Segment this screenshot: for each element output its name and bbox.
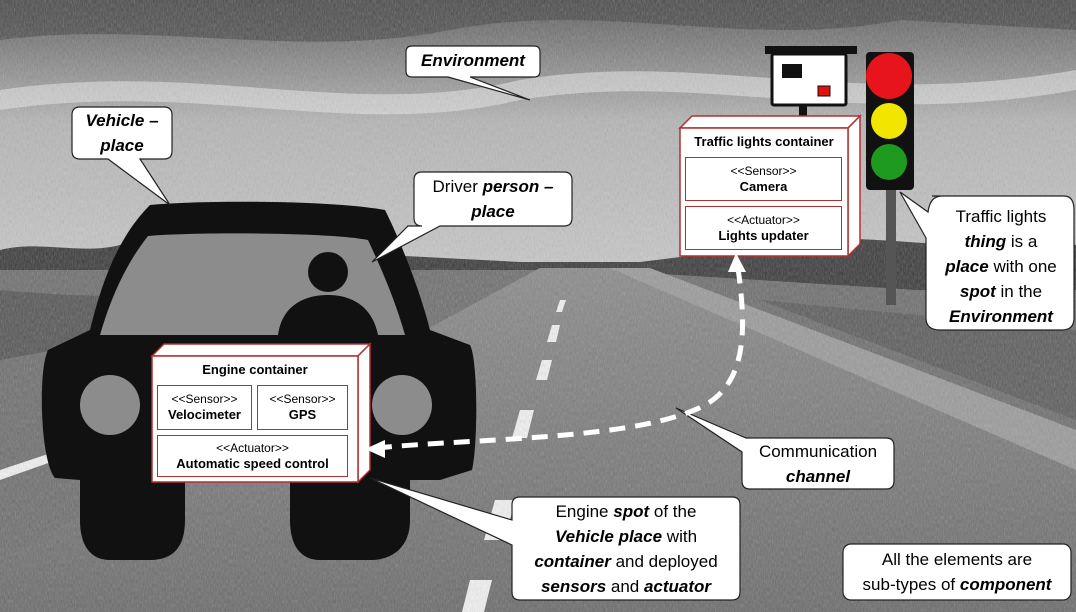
engine-spot-text-1b: spot [613, 502, 650, 521]
communication-label: Communication channel [742, 439, 894, 489]
engine-spot-text-4c: actuator [643, 577, 712, 596]
yellow-light [871, 103, 907, 139]
callouts [71, 45, 1075, 601]
traffic-light [866, 52, 914, 305]
engine-spot-text-1a: Engine [555, 502, 614, 521]
engine-spot-text-2a: Vehicle place [554, 527, 663, 546]
camera-sensor: <<Sensor>> Camera [685, 157, 842, 201]
traffic-lights-text-3b: with one [988, 257, 1057, 276]
lights-updater-stereotype: <<Actuator>> [727, 213, 800, 227]
lights-updater-name: Lights updater [718, 228, 809, 243]
gps-name: GPS [288, 407, 317, 422]
gps-stereotype: <<Sensor>> [269, 392, 336, 406]
camera-icon [765, 46, 857, 125]
traffic-lights-callout [899, 191, 1075, 331]
driver-label: Driver person – place [414, 174, 572, 224]
engine-spot-callout [369, 477, 741, 601]
all-elements-text-2b: component [959, 575, 1052, 594]
all-elements-label: All the elements are sub-types of compon… [843, 547, 1071, 597]
driver-text-1b: person [482, 177, 540, 196]
engine-spot-label: Engine spot of the Vehicle place with co… [512, 499, 740, 599]
traffic-lights-label: Traffic lights thing is a place with one… [928, 204, 1074, 329]
driver-text-1c: – [539, 177, 554, 196]
traffic-lights-text-2a: thing [964, 232, 1007, 251]
driver-callout [371, 171, 573, 263]
engine-spot-text-2b: with [662, 527, 698, 546]
engine-spot-text-3b: and deployed [610, 552, 718, 571]
traffic-lights-text-4b: in the [995, 282, 1043, 301]
vehicle-place-callout [71, 106, 173, 206]
camera-name: Camera [739, 179, 788, 194]
traffic-lights-text-1: Traffic lights [955, 207, 1047, 226]
communication-arrow [365, 253, 746, 458]
engine-spot-text-3a: container [534, 552, 611, 571]
traffic-lights-text-2b: is a [1006, 232, 1038, 251]
communication-callout [675, 407, 895, 490]
environment-text: Environment [421, 51, 525, 70]
velocimeter-name: Velocimeter [168, 407, 241, 422]
traffic-lights-text-3a: place [945, 257, 989, 276]
vehicle-place-label: Vehicle – place [72, 108, 172, 158]
all-elements-callout [842, 543, 1072, 601]
camera-stereotype: <<Sensor>> [730, 164, 797, 178]
gps-sensor: <<Sensor>> GPS [257, 385, 348, 430]
traffic-lights-text-4a: spot [959, 282, 996, 301]
all-elements-text-1: All the elements are [881, 550, 1033, 569]
red-light [866, 53, 912, 99]
vehicle-place-text-1: Vehicle – [85, 111, 159, 130]
driver-text-2: place [471, 202, 515, 221]
speed-control-stereotype: <<Actuator>> [216, 441, 289, 455]
driver-text-1a: Driver [432, 177, 483, 196]
velocimeter-sensor: <<Sensor>> Velocimeter [157, 385, 252, 430]
communication-text-2: channel [785, 467, 851, 486]
speed-control-actuator: <<Actuator>> Automatic speed control [157, 435, 348, 477]
engine-spot-text-4a: sensors [540, 577, 607, 596]
environment-callout [405, 45, 541, 101]
traffic-container-title: Traffic lights container [694, 134, 834, 149]
engine-spot-text-4b: and [606, 577, 644, 596]
green-light [871, 144, 907, 180]
engine-spot-text-1c: of the [649, 502, 697, 521]
environment-label: Environment [406, 48, 540, 73]
lights-updater-actuator: <<Actuator>> Lights updater [685, 206, 842, 250]
speed-control-name: Automatic speed control [176, 456, 329, 471]
all-elements-text-2a: sub-types of [862, 575, 960, 594]
velocimeter-stereotype: <<Sensor>> [171, 392, 238, 406]
traffic-lights-text-5: Environment [949, 307, 1053, 326]
vehicle-place-text-2: place [100, 136, 144, 155]
engine-container-title: Engine container [202, 362, 308, 377]
communication-text-1: Communication [758, 442, 878, 461]
